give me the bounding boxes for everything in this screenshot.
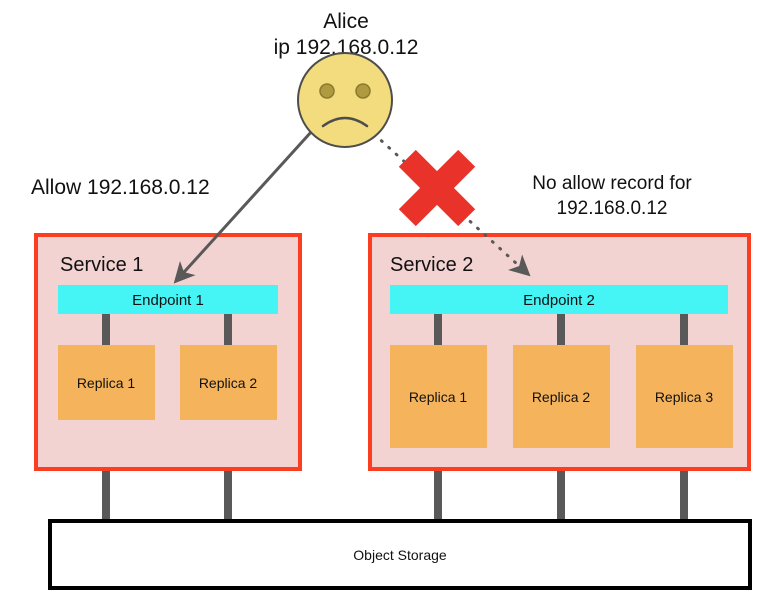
- service-1-title: Service 1: [60, 254, 143, 276]
- service-1-replica-1-box[interactable]: [58, 345, 155, 420]
- service-2-replica-2-box[interactable]: [513, 345, 610, 448]
- service-2-title: Service 2: [390, 254, 473, 276]
- actor-ip-label: ip 192.168.0.12: [274, 36, 419, 59]
- allowed-request-arrow: [173, 129, 314, 284]
- object-storage-label: Object Storage: [353, 547, 447, 563]
- service-2-replica-3-box[interactable]: [636, 345, 733, 448]
- service-2-replica-1-label: Replica 1: [409, 389, 468, 405]
- red-cross-icon: [398, 149, 476, 227]
- service-1-replica-1-label: Replica 1: [77, 375, 136, 391]
- service-2-replica-2-label: Replica 2: [532, 389, 591, 405]
- deny-annotation-line2: 192.168.0.12: [557, 198, 668, 219]
- endpoint-2-label: Endpoint 2: [523, 292, 595, 309]
- object-storage-group[interactable]: Object Storage: [48, 519, 752, 590]
- left-eye-icon: [319, 83, 335, 99]
- endpoint-1-label: Endpoint 1: [132, 292, 204, 309]
- service-1-group[interactable]: Service 1 Endpoint 1 Replica 1 Replica 2: [34, 233, 302, 471]
- object-storage-box[interactable]: [48, 519, 752, 590]
- right-eye-icon: [355, 83, 371, 99]
- service-2-group[interactable]: Service 2 Endpoint 2 Replica 1 Replica 2…: [368, 233, 751, 471]
- deny-annotation-line1: No allow record for: [532, 173, 692, 194]
- service-1-replica-2-box[interactable]: [180, 345, 277, 420]
- service-2-replica-3-label: Replica 3: [655, 389, 714, 405]
- frown-mouth-icon: [321, 116, 369, 128]
- cross-bar-vertical: [398, 149, 476, 227]
- endpoint-1-box[interactable]: [58, 285, 278, 314]
- allow-annotation-label: Allow 192.168.0.12: [31, 176, 210, 199]
- service-1-replica-2-label: Replica 2: [199, 375, 258, 391]
- endpoint-2-box[interactable]: [390, 285, 728, 314]
- actor-name-label: Alice: [323, 10, 369, 33]
- service-2-replica-1-box[interactable]: [390, 345, 487, 448]
- face-circle: [297, 52, 393, 148]
- sad-face-icon: [297, 52, 393, 148]
